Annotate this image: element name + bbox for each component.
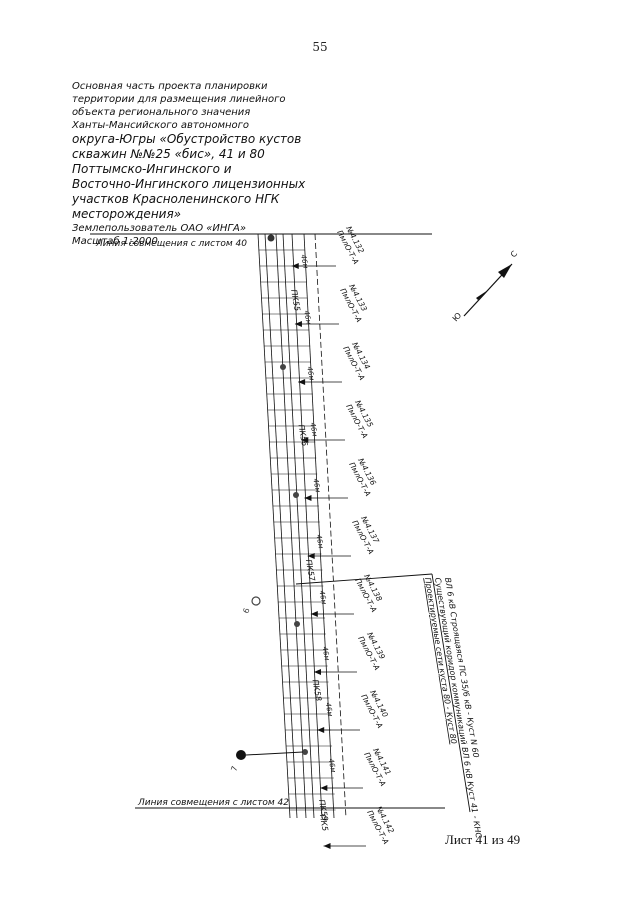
title-line: участков Красноленинского НГК (72, 192, 280, 206)
corridor-points (267, 234, 308, 755)
title-line: объекта регионального значения (72, 107, 251, 118)
scale: Масштаб 1:2000 (72, 236, 158, 247)
survey-point (293, 492, 299, 498)
leader-arrow (314, 669, 321, 675)
picket-label: ПК55 (289, 289, 302, 312)
north-arrow: С Ю (451, 249, 520, 323)
point-label-6: 6 (241, 607, 251, 615)
survey-point (302, 749, 308, 755)
segment-label: 46м (324, 702, 334, 718)
leader-arrow (320, 785, 328, 791)
title-line: Основная часть проекта планировки (72, 81, 268, 92)
picket-label: ПК57 (304, 559, 317, 583)
north-label: С (509, 249, 520, 259)
match-line-bottom-label: Линия совмещения с листом 42 (137, 798, 289, 808)
corridor-ticks (258, 249, 336, 811)
external-point-6: 6 (241, 596, 261, 615)
leader-arrow (310, 611, 318, 617)
leader-arrow (294, 321, 302, 327)
external-point-7: 7 (229, 750, 304, 773)
leader-arrow (304, 495, 312, 501)
segment-label: 46м (327, 758, 337, 774)
picket-label: ПК58 (310, 679, 323, 702)
title-line: Ханты-Мансийского автономного (72, 120, 250, 131)
point-label-7: 7 (229, 765, 239, 773)
match-line-top-label: Линия совмещения с листом 40 (95, 239, 247, 249)
title-line: скважин №№25 «бис», 41 и 80 (72, 147, 265, 161)
title-line: округа-Югры «Обустройство кустов (72, 132, 302, 146)
segment-labels: 46м 46м 46м 46м 46м 46м 46м 46м 46м 46м (299, 254, 337, 774)
land-user: Землепользователь ОАО «ИНГА» (72, 223, 247, 234)
segment-label: 46м (321, 646, 331, 662)
leader-arrow (317, 727, 325, 733)
title-block: Основная часть проекта планировки террит… (72, 80, 306, 248)
segment-label: 46м (315, 534, 325, 550)
title-line: месторождения» (72, 207, 182, 221)
survey-point (280, 364, 286, 370)
survey-point (267, 234, 275, 242)
segment-label: 46м (305, 366, 315, 382)
picket-label: ПК56 (296, 424, 309, 447)
segment-label: 46м (311, 478, 321, 494)
title-line: Восточно-Ингинского лицензионных (72, 177, 306, 191)
picket-label: ПК59 (317, 799, 330, 822)
leader-arrow (301, 437, 309, 443)
sheet-number: Лист 41 из 49 (445, 832, 521, 847)
picket-label: ПК5 (318, 814, 330, 832)
leader-arrow (307, 553, 315, 559)
page-number: 55 (312, 40, 328, 54)
title-line: территории для размещения линейного (72, 94, 286, 105)
segment-label: 46м (318, 590, 328, 606)
segment-label: 46м (308, 422, 318, 438)
survey-point (294, 621, 300, 627)
south-label: Ю (451, 311, 464, 324)
leader-arrow (291, 263, 299, 269)
segment-label: 46м (302, 310, 312, 326)
title-line: Поттымско-Ингинского и (72, 162, 232, 176)
leader-arrow (323, 843, 331, 849)
segment-label: 46м (299, 254, 309, 270)
leader-arrow (298, 379, 306, 385)
corridor (257, 233, 347, 819)
